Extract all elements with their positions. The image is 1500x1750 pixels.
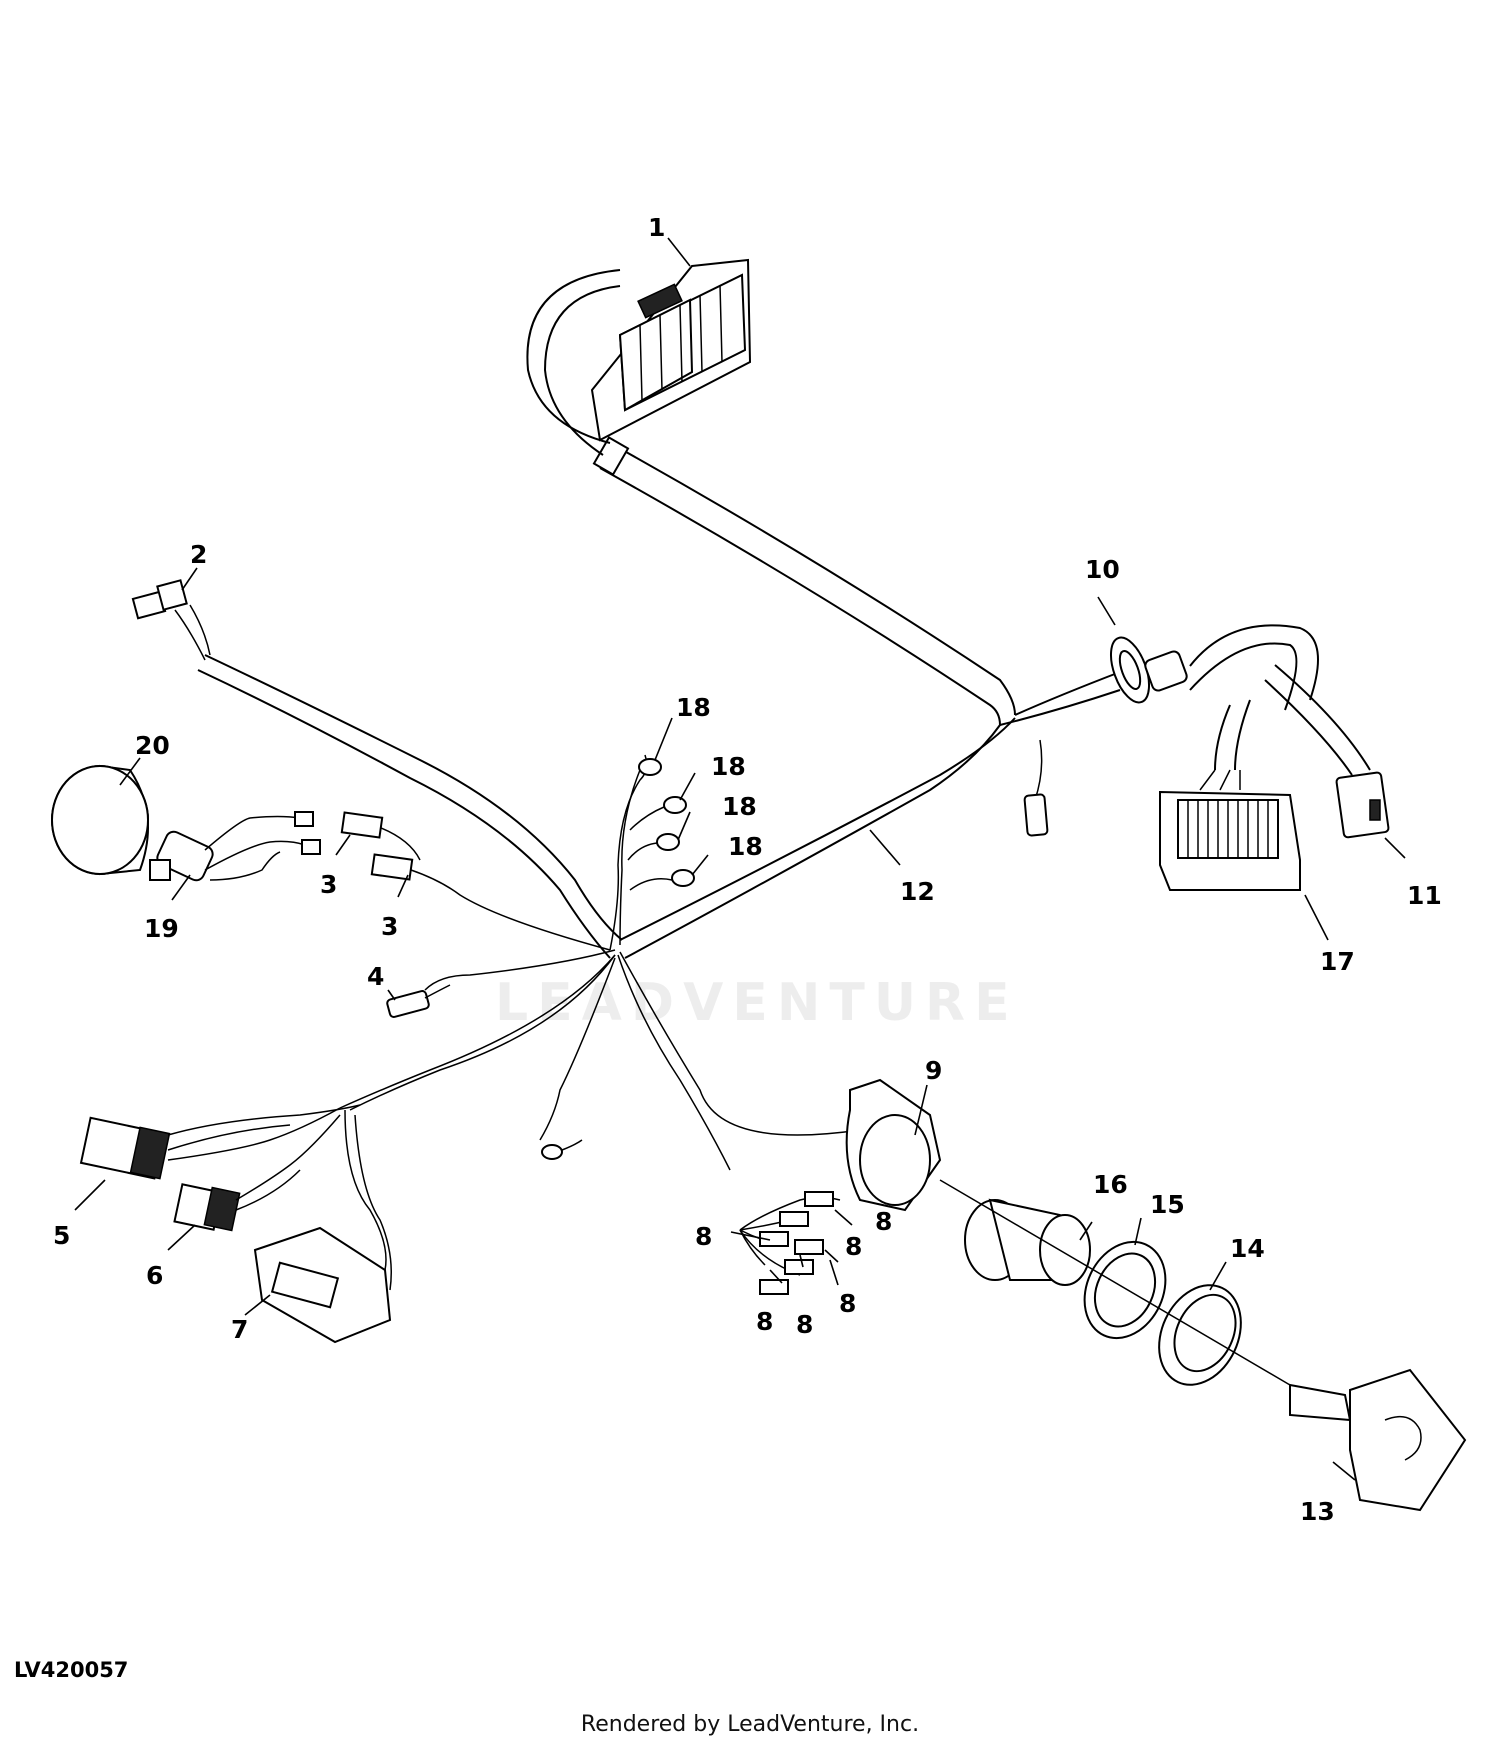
ground-ring-terminal — [541, 1139, 583, 1160]
harness-right-branch — [999, 624, 1371, 801]
callout-4: 4 — [367, 962, 384, 991]
callout-6: 6 — [146, 1261, 163, 1290]
callout-10: 10 — [1085, 555, 1120, 584]
harness-main-trunk — [526, 269, 1016, 726]
callout-17: 17 — [1320, 947, 1355, 976]
callout-5: 5 — [53, 1221, 70, 1250]
part-15-washer — [1083, 1240, 1167, 1340]
connector-2 — [131, 579, 211, 661]
harness-lower-trunk — [197, 654, 1016, 959]
leader-lines — [74, 237, 1406, 1481]
callout-3a: 3 — [320, 870, 337, 899]
connector-5 — [79, 1104, 361, 1180]
part-16-switch-body — [964, 1198, 1091, 1286]
callout-11: 11 — [1407, 881, 1442, 910]
callout-15: 15 — [1150, 1190, 1185, 1219]
callout-14: 14 — [1230, 1234, 1265, 1263]
callout-13: 13 — [1300, 1497, 1335, 1526]
callout-18d: 18 — [728, 832, 763, 861]
callout-8b: 8 — [756, 1307, 773, 1336]
part-13-key — [1289, 1368, 1467, 1512]
callout-8f: 8 — [875, 1207, 892, 1236]
part-17-connector-block — [1159, 769, 1301, 891]
central-fanout-wires — [339, 754, 861, 1171]
part-18-ring-terminals — [619, 758, 695, 946]
callout-20: 20 — [135, 731, 170, 760]
watermark: LEADVENTURE — [495, 973, 1019, 1033]
callout-19: 19 — [144, 914, 179, 943]
callout-12: 12 — [900, 877, 935, 906]
figure-id: LV420057 — [14, 1658, 129, 1682]
part-11-connector — [1335, 771, 1390, 839]
render-credit: Rendered by LeadVenture, Inc. — [580, 1712, 920, 1737]
part-3-terminals — [340, 811, 611, 951]
part-4-plug — [386, 984, 451, 1018]
callout-7: 7 — [231, 1315, 248, 1344]
connector-7 — [253, 1109, 392, 1344]
callout-2: 2 — [190, 540, 207, 569]
switch-axis-line — [939, 1179, 1291, 1386]
part-14-nut — [1158, 1284, 1242, 1386]
part-19-socket — [149, 811, 321, 882]
callout-labels: 1 2 20 19 3 3 4 5 6 7 8 8 8 8 8 8 9 10 1… — [53, 213, 1442, 1526]
part-1-fuse-block — [590, 258, 752, 442]
part-9-switch-housing — [845, 1078, 942, 1212]
callout-18b: 18 — [711, 752, 746, 781]
callout-18c: 18 — [722, 792, 757, 821]
callout-16: 16 — [1093, 1170, 1128, 1199]
callout-8e: 8 — [845, 1232, 862, 1261]
callout-3b: 3 — [381, 912, 398, 941]
callout-8c: 8 — [796, 1310, 813, 1339]
callout-8d: 8 — [839, 1289, 856, 1318]
part-20-lamp — [51, 764, 149, 876]
part-8-terminals — [739, 1191, 841, 1295]
pigtail-connector — [1023, 793, 1049, 837]
callout-18a: 18 — [676, 693, 711, 722]
callout-8a: 8 — [695, 1222, 712, 1251]
callout-9: 9 — [925, 1056, 942, 1085]
part-10-grommet — [1109, 636, 1188, 704]
connector-6 — [173, 1114, 341, 1232]
callout-1: 1 — [648, 213, 665, 242]
